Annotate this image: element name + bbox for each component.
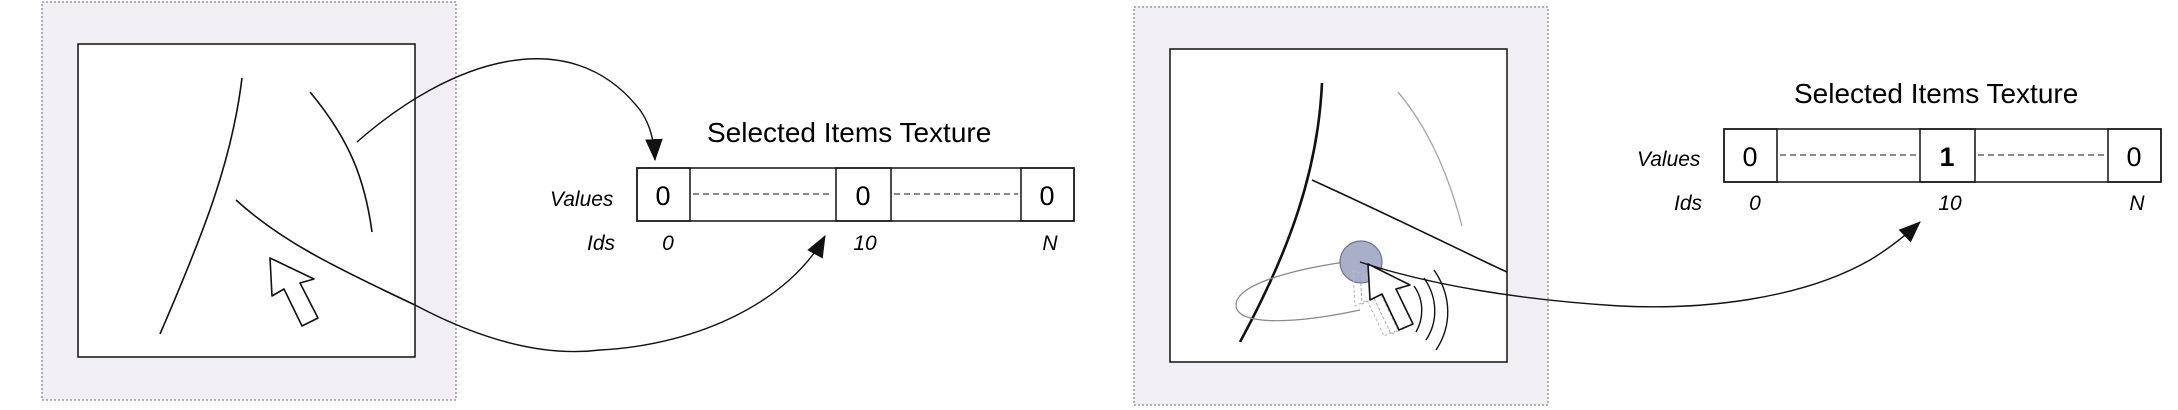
right-cursor-ghost-2: [1359, 267, 1406, 335]
left-texture: Selected Items Texture Values Ids 0 0 0 …: [550, 117, 1075, 255]
right-click-wave-1: [1413, 285, 1423, 333]
right-stroke-1: [1238, 82, 1324, 343]
left-value-10: 0: [855, 181, 870, 211]
right-click-wave-2: [1423, 277, 1436, 341]
right-cursor-icon: [1367, 263, 1414, 331]
right-texture-title: Selected Items Texture: [1794, 78, 2078, 109]
left-id-10: 10: [853, 232, 877, 255]
left-cell-10: [835, 167, 892, 222]
right-arrow-to-id10: [1359, 221, 1921, 308]
right-viewport: [1169, 48, 1508, 363]
right-cell-0: [1723, 128, 1778, 183]
left-cursor-icon: [269, 257, 319, 327]
left-value-n: 0: [1039, 181, 1054, 211]
right-id-10: 10: [1938, 192, 1962, 215]
right-texture: Selected Items Texture Values Ids 0 1 0 …: [1637, 78, 2162, 215]
left-arrow-to-id10: [414, 235, 826, 353]
left-stroke-3: [235, 199, 416, 306]
right-stroke-3: [1311, 179, 1508, 273]
left-viewport: [77, 43, 416, 358]
left-arrow-to-id0: [356, 58, 663, 162]
left-ids-label: Ids: [587, 232, 616, 255]
right-ids-label: Ids: [1674, 192, 1703, 215]
right-cell-n: [2107, 128, 2162, 183]
left-cell-n: [1020, 167, 1075, 222]
left-id-0: 0: [662, 232, 674, 255]
right-id-0: 0: [1749, 192, 1761, 215]
left-stroke-2: [309, 91, 373, 233]
right-id-n: N: [2129, 192, 2145, 215]
right-value-0: 0: [1742, 142, 1757, 172]
right-value-10: 1: [1939, 142, 1954, 172]
left-stroke-1: [159, 77, 243, 335]
right-drag-trail: [1235, 261, 1361, 322]
left-scene: [41, 1, 826, 401]
left-value-0: 0: [655, 181, 670, 211]
left-texture-title: Selected Items Texture: [707, 117, 991, 148]
left-cell-0: [636, 167, 691, 222]
left-id-n: N: [1042, 232, 1058, 255]
right-stroke-2: [1397, 91, 1463, 227]
right-cell-10: [1919, 128, 1976, 183]
right-values-label: Values: [1637, 148, 1701, 171]
right-value-n: 0: [2126, 142, 2141, 172]
right-scene: [1133, 6, 1921, 406]
right-click-wave-3: [1433, 269, 1449, 351]
left-values-label: Values: [550, 188, 614, 211]
right-cursor-ghost-1: [1352, 269, 1399, 337]
